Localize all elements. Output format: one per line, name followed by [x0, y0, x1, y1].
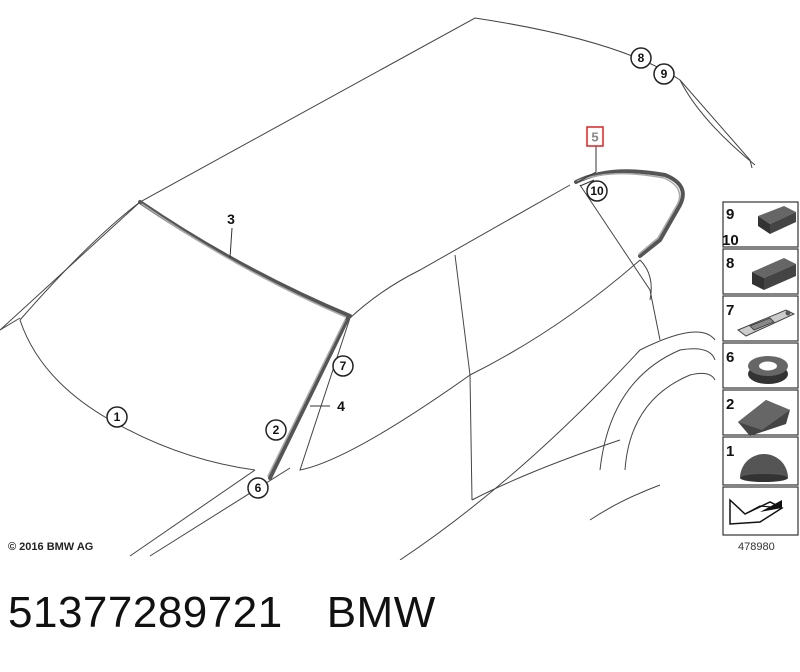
legend-item-2: 2 — [722, 389, 799, 436]
cap-icon — [738, 400, 790, 436]
svg-text:6: 6 — [255, 481, 262, 495]
parts-legend: 9 10 8 7 — [722, 201, 799, 536]
legend-item-9-10: 9 10 — [722, 201, 799, 249]
svg-text:8: 8 — [638, 51, 645, 65]
svg-text:7: 7 — [726, 302, 734, 319]
legend-item-7: 7 — [722, 295, 799, 342]
diagram-id: 478980 — [738, 541, 775, 553]
part-number: 51377289721 — [8, 588, 283, 637]
callout-7: 7 — [332, 355, 354, 377]
callout-5: 5 — [586, 126, 604, 147]
clip-icon — [737, 309, 796, 337]
arrow-icon — [729, 498, 784, 525]
svg-text:1: 1 — [726, 443, 734, 460]
svg-text:9: 9 — [661, 67, 668, 81]
callout-4: 4 — [337, 398, 345, 414]
svg-text:9: 9 — [726, 206, 734, 223]
callout-2: 2 — [265, 419, 287, 441]
svg-text:2: 2 — [726, 396, 734, 413]
grommet-icon — [748, 356, 788, 384]
svg-text:6: 6 — [726, 349, 734, 366]
svg-text:8: 8 — [726, 255, 734, 272]
callout-1: 1 — [106, 406, 128, 428]
dome-plug-icon — [740, 454, 788, 482]
legend-item-1: 1 — [722, 436, 799, 486]
legend-item-6: 6 — [722, 342, 799, 389]
car-outline — [0, 17, 756, 560]
caption: 51377289721 BMW — [8, 588, 480, 638]
legend-item-8: 8 — [722, 248, 799, 295]
foam-pad-icon — [758, 206, 796, 234]
leader-lines — [229, 146, 597, 407]
brand-name: BMW — [326, 588, 436, 637]
svg-text:10: 10 — [590, 184, 604, 198]
trim-parts — [138, 169, 685, 480]
callout-8: 8 — [630, 47, 652, 69]
svg-text:5: 5 — [591, 130, 598, 145]
parts-diagram: 1 2 3 4 5 6 7 8 9 10 9 10 — [0, 17, 799, 560]
callout-9: 9 — [653, 63, 675, 85]
callout-3: 3 — [227, 211, 235, 227]
callout-6: 6 — [247, 477, 269, 499]
copyright-notice: © 2016 BMW AG — [8, 541, 94, 553]
svg-text:2: 2 — [273, 423, 280, 437]
svg-text:1: 1 — [114, 410, 121, 424]
callout-10: 10 — [586, 180, 608, 202]
svg-text:10: 10 — [722, 232, 739, 249]
legend-nav-box — [722, 486, 799, 536]
svg-text:7: 7 — [340, 359, 347, 373]
svg-text:4: 4 — [337, 398, 345, 414]
foam-block-icon — [752, 258, 796, 290]
svg-text:3: 3 — [227, 211, 235, 227]
